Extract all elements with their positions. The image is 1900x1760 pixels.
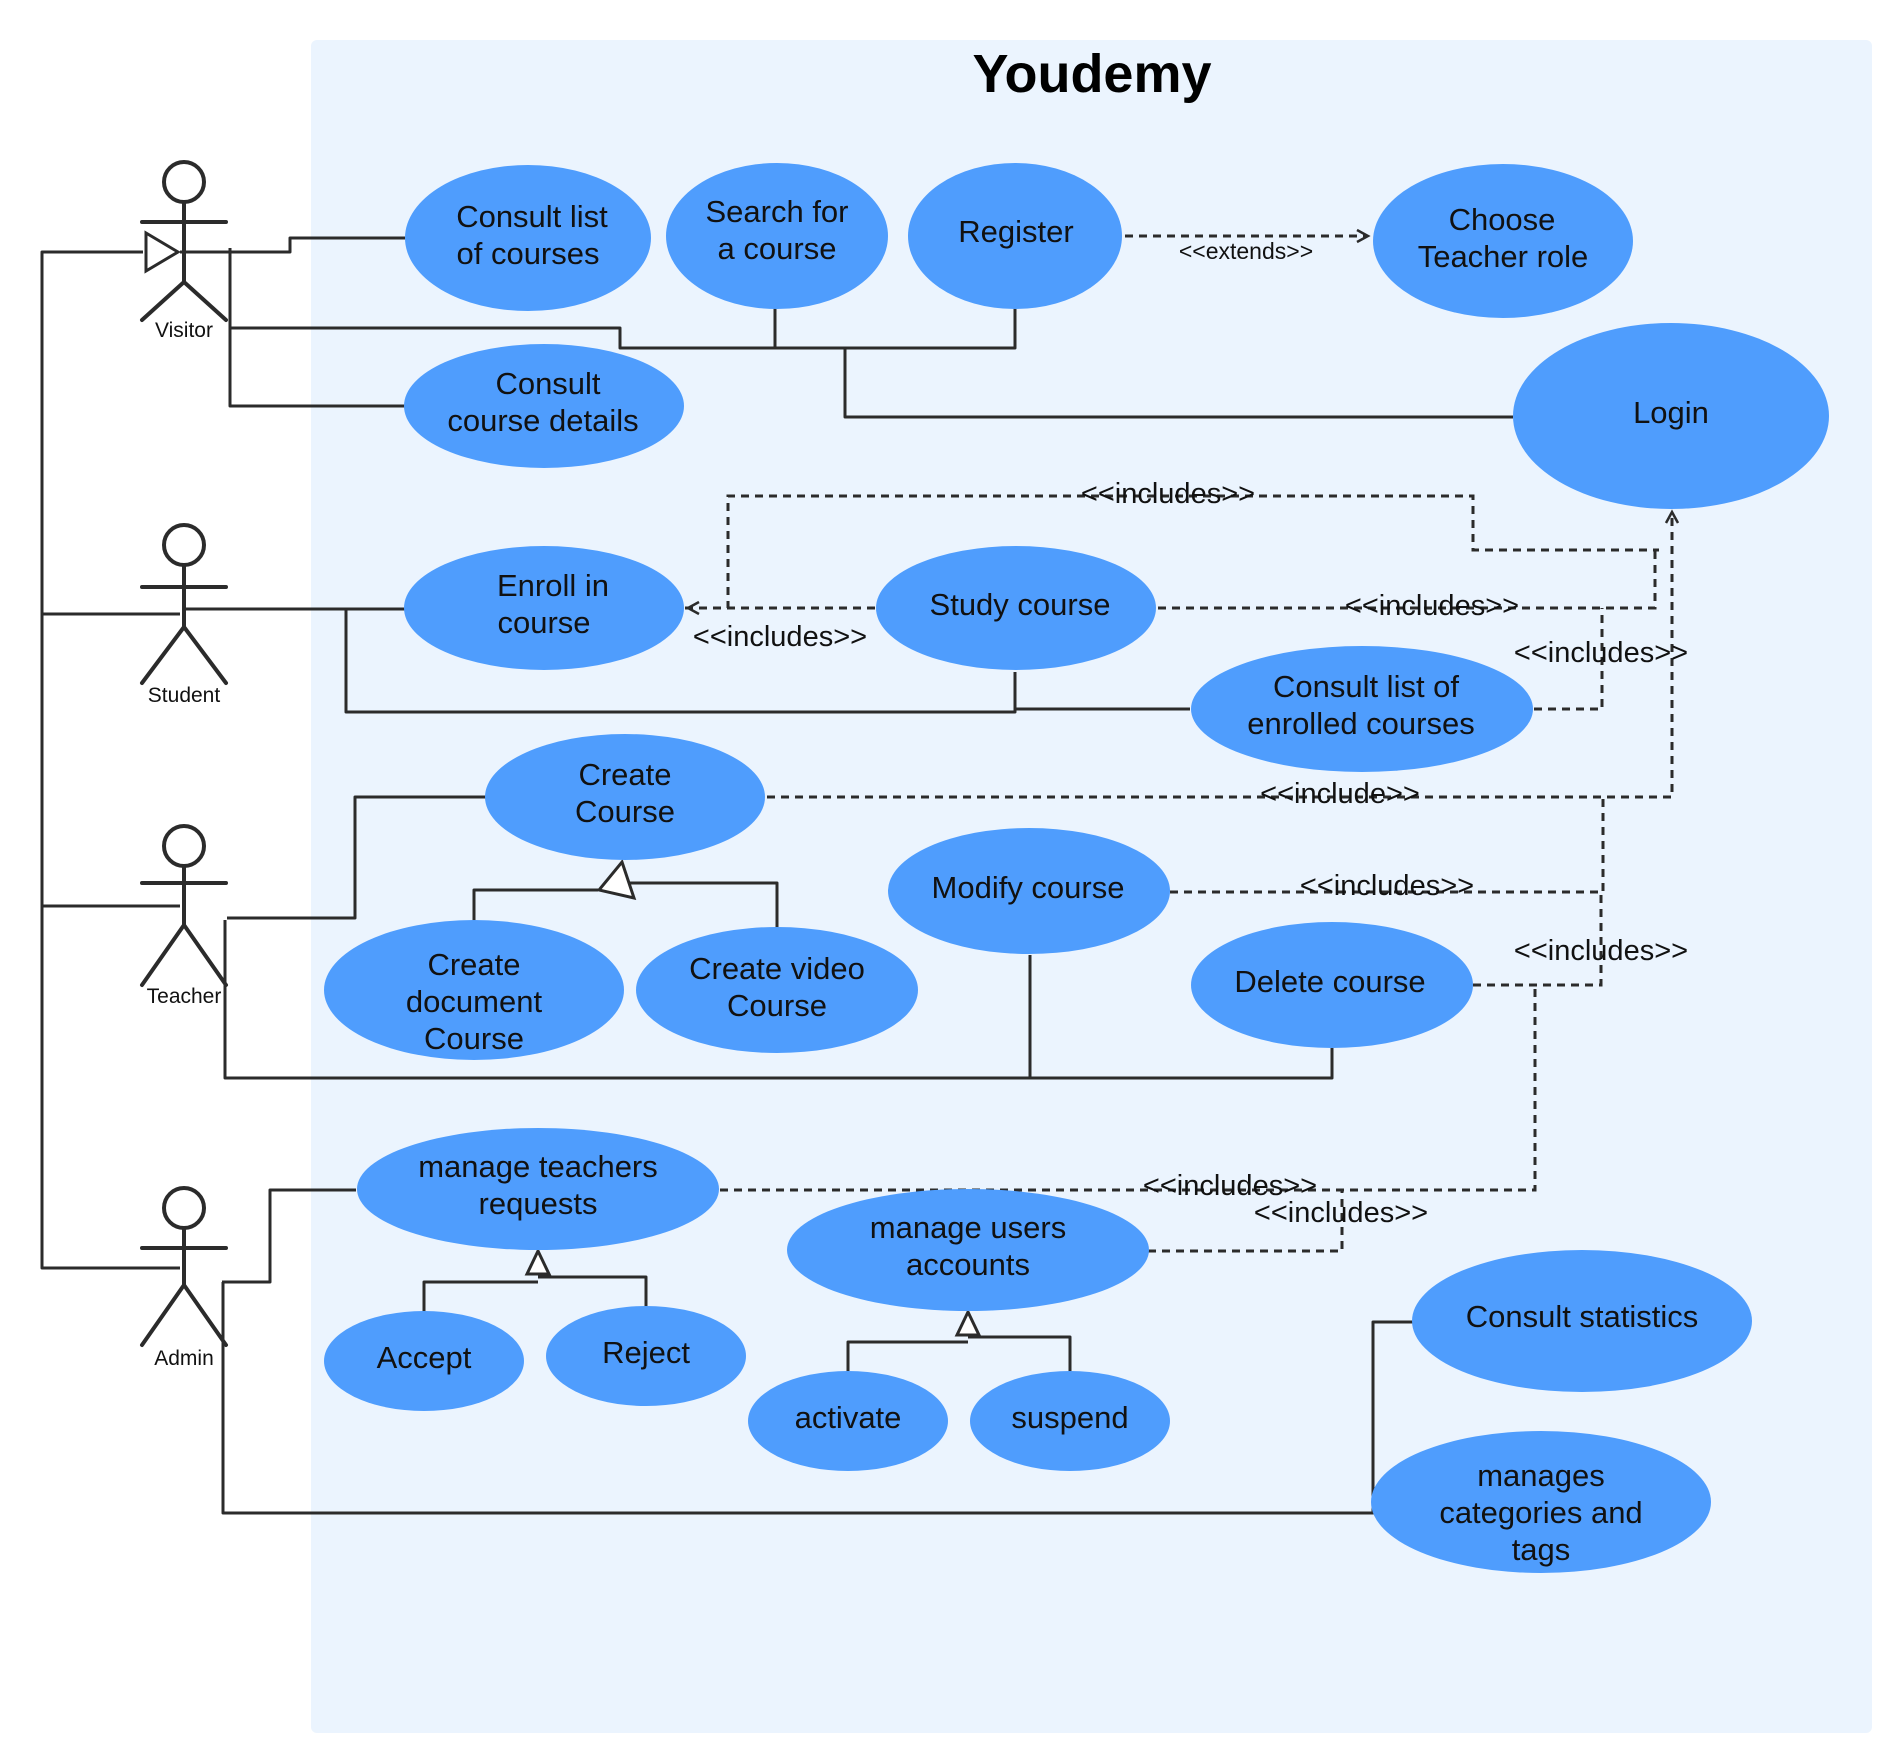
relation-labels: <<extends>> <<includes>> <<includes>> <<… [693,238,1688,1229]
actor-visitor[interactable]: Visitor [140,160,228,342]
actor-teacher-label: Teacher [147,985,222,1008]
usecase-suspend[interactable]: suspend [970,1371,1170,1471]
usecase-reject[interactable]: Reject [546,1306,746,1406]
gen-manage-users-triangle [954,1308,982,1337]
svg-text:Login: Login [1633,395,1709,430]
svg-text:Register: Register [958,214,1073,249]
usecase-modify-course[interactable]: Modify course [888,828,1170,954]
label-extends: <<extends>> [1179,238,1313,264]
svg-text:Accept: Accept [377,1340,472,1375]
svg-text:Modify course: Modify course [932,870,1125,905]
svg-text:Study course: Study course [930,587,1111,622]
label-includes-top: <<includes>> [1081,478,1255,510]
svg-text:Consult statistics: Consult statistics [1466,1299,1699,1334]
gen-accept [422,1275,648,1313]
actor-visitor-label: Visitor [155,319,213,342]
usecase-consult-statistics[interactable]: Consult statistics [1412,1250,1752,1392]
svg-text:activate: activate [795,1400,902,1435]
assoc-visitor-consult-list [180,236,405,254]
assoc-admin-manage-teachers [222,1188,356,1284]
gen-manage-teachers-triangle [524,1247,552,1276]
actor-admin-label: Admin [154,1347,214,1370]
associations [40,230,1513,1515]
assoc-admin-statistics-categories [221,1282,1413,1515]
usecase-delete-course[interactable]: Delete course [1191,922,1473,1048]
label-include-create-login: <<include>> [1260,778,1420,810]
usecase-register[interactable]: Register [908,163,1122,309]
label-includes-users-login: <<includes>> [1254,1197,1428,1229]
label-includes-study-login: <<includes>> [1345,590,1519,622]
svg-text:Delete course: Delete course [1234,964,1425,999]
dep-delete-login [1473,892,1603,987]
label-includes-enrolled-login: <<includes>> [1514,637,1688,669]
generalization-triangle-visitor [144,230,181,274]
actor-student-label: Student [148,684,221,707]
gen-create-triangle [596,858,637,901]
assoc-teacher-modify-delete [223,920,1334,1080]
label-includes-study-enroll: <<includes>> [693,621,867,653]
actor-admin[interactable]: Admin [140,1186,228,1370]
dep-modify-login [1170,797,1605,894]
gen-create-doc [472,888,598,925]
usecase-login[interactable]: Login [1513,323,1829,509]
actor-teacher[interactable]: Teacher [140,824,228,1008]
usecase-activate[interactable]: activate [748,1371,948,1471]
label-includes-teachers-login: <<includes>> [1143,1170,1317,1202]
assoc-visitor-consult-details [228,290,405,408]
generalization-spine [40,250,180,1270]
usecase-accept[interactable]: Accept [324,1311,524,1411]
system-title: Youdemy [972,44,1211,104]
gen-create-video [625,881,779,930]
gen-activate [846,1335,1072,1373]
assoc-teacher-create [227,795,486,920]
actor-student[interactable]: Student [140,523,228,707]
svg-text:Reject: Reject [602,1335,690,1370]
dep-create-login [767,509,1680,799]
dep-study-login [1158,550,1657,610]
label-includes-delete-login: <<includes>> [1514,935,1688,967]
label-includes-modify-login: <<includes>> [1300,870,1474,902]
usecase-study-course[interactable]: Study course [876,546,1156,670]
svg-text:suspend: suspend [1011,1400,1128,1435]
assoc-student-study-enrolled [344,609,1190,714]
